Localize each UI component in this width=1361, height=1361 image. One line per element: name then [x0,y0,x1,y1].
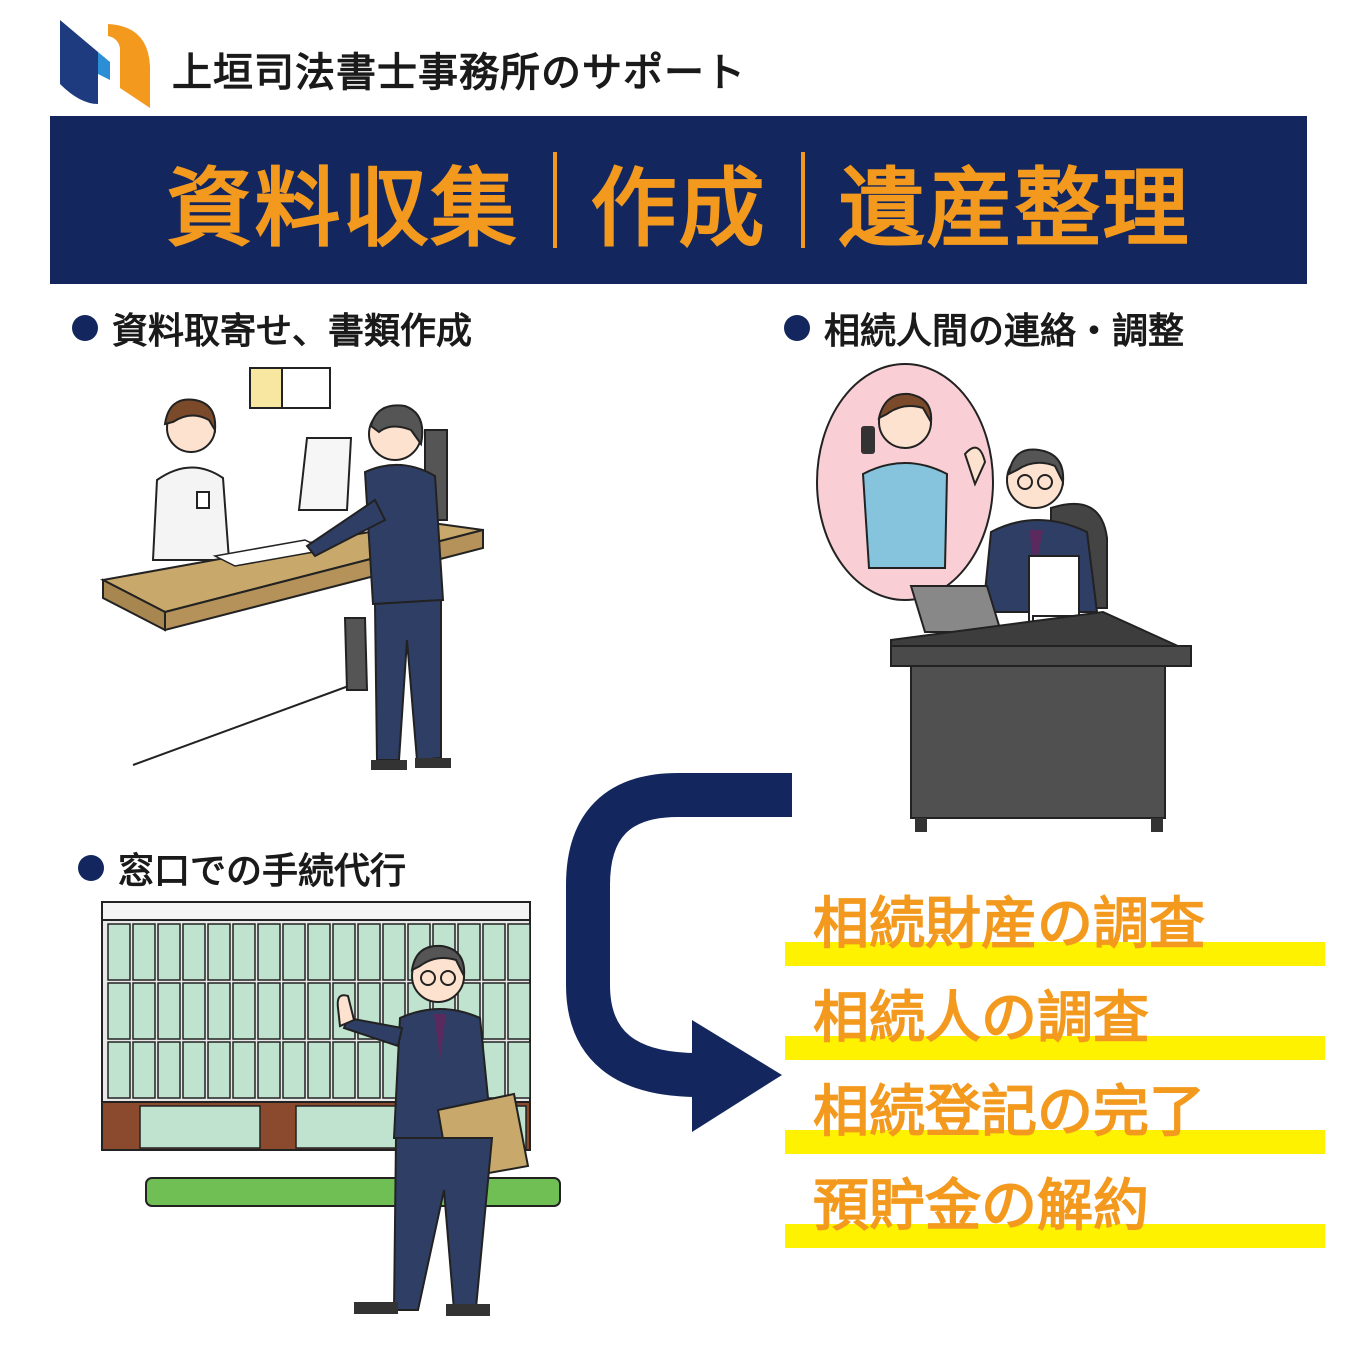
building-window [182,1041,206,1099]
building-window [157,982,181,1040]
building-window [232,982,256,1040]
building-window [282,1041,306,1099]
building-window [232,1041,256,1099]
office-logo-icon [58,18,154,110]
bullet-icon [78,855,104,881]
building-window [507,982,531,1040]
result-item: 相続人の調査 [785,984,1325,1066]
building-window [257,1041,281,1099]
section-heading-counter: 窓口での手続代行 [78,842,406,894]
section-heading-coordination: 相続人間の連絡・調整 [784,302,1184,354]
office-title: 上垣司法書士事務所のサポート [172,50,746,96]
banner-item-estate: 遺産整理 [838,158,1191,259]
banner-item-creation: 作成 [590,158,767,259]
building-window [282,923,306,981]
building-window [332,923,356,981]
building-window [307,982,331,1040]
section-label: 相続人間の連絡・調整 [824,311,1185,352]
result-text: 相続財産の調査 [813,892,1205,957]
bullet-icon [72,315,98,341]
building-window [132,982,156,1040]
building-window [357,923,381,981]
section-label: 窓口での手続代行 [118,851,407,892]
building-window [382,923,406,981]
building-window [107,923,131,981]
building-window [332,1041,356,1099]
reception-desk-illustration [95,360,495,790]
result-text: 相続登記の完了 [813,1080,1205,1145]
building-window [357,1041,381,1099]
result-text: 相続人の調査 [813,986,1149,1051]
phone-office-illustration [815,362,1200,837]
section-heading-documents: 資料取寄せ、書類作成 [72,302,472,354]
building-window [132,1041,156,1099]
flow-arrow-icon [560,770,792,1140]
highlight-bar [785,1130,1325,1154]
building-window [257,982,281,1040]
building-window [282,982,306,1040]
building-window [132,923,156,981]
building-window [107,1041,131,1099]
building-illustration [100,900,570,1330]
building-window [207,1041,231,1099]
result-item: 相続登記の完了 [785,1078,1325,1160]
result-item: 相続財産の調査 [785,890,1325,972]
building-window [157,1041,181,1099]
highlight-bar [785,1036,1325,1060]
building-window [157,923,181,981]
banner-item-collection: 資料収集 [166,158,519,259]
building-window [482,982,506,1040]
building-window [507,1041,531,1099]
section-label: 資料取寄せ、書類作成 [112,311,473,352]
highlight-bar [785,1224,1325,1248]
banner-separator [552,152,557,248]
building-window [232,923,256,981]
highlight-bar [785,942,1325,966]
building-window [107,982,131,1040]
building-window [307,1041,331,1099]
building-window [182,923,206,981]
building-window [207,923,231,981]
bullet-icon [784,315,810,341]
result-text: 預貯金の解約 [813,1174,1149,1239]
building-window [182,982,206,1040]
building-window [307,923,331,981]
result-item: 預貯金の解約 [785,1172,1325,1254]
banner-separator [800,152,805,248]
building-window [207,982,231,1040]
building-window [507,923,531,981]
service-banner: 資料収集 作成 遺産整理 [50,116,1307,284]
building-window [482,923,506,981]
building-window [257,923,281,981]
